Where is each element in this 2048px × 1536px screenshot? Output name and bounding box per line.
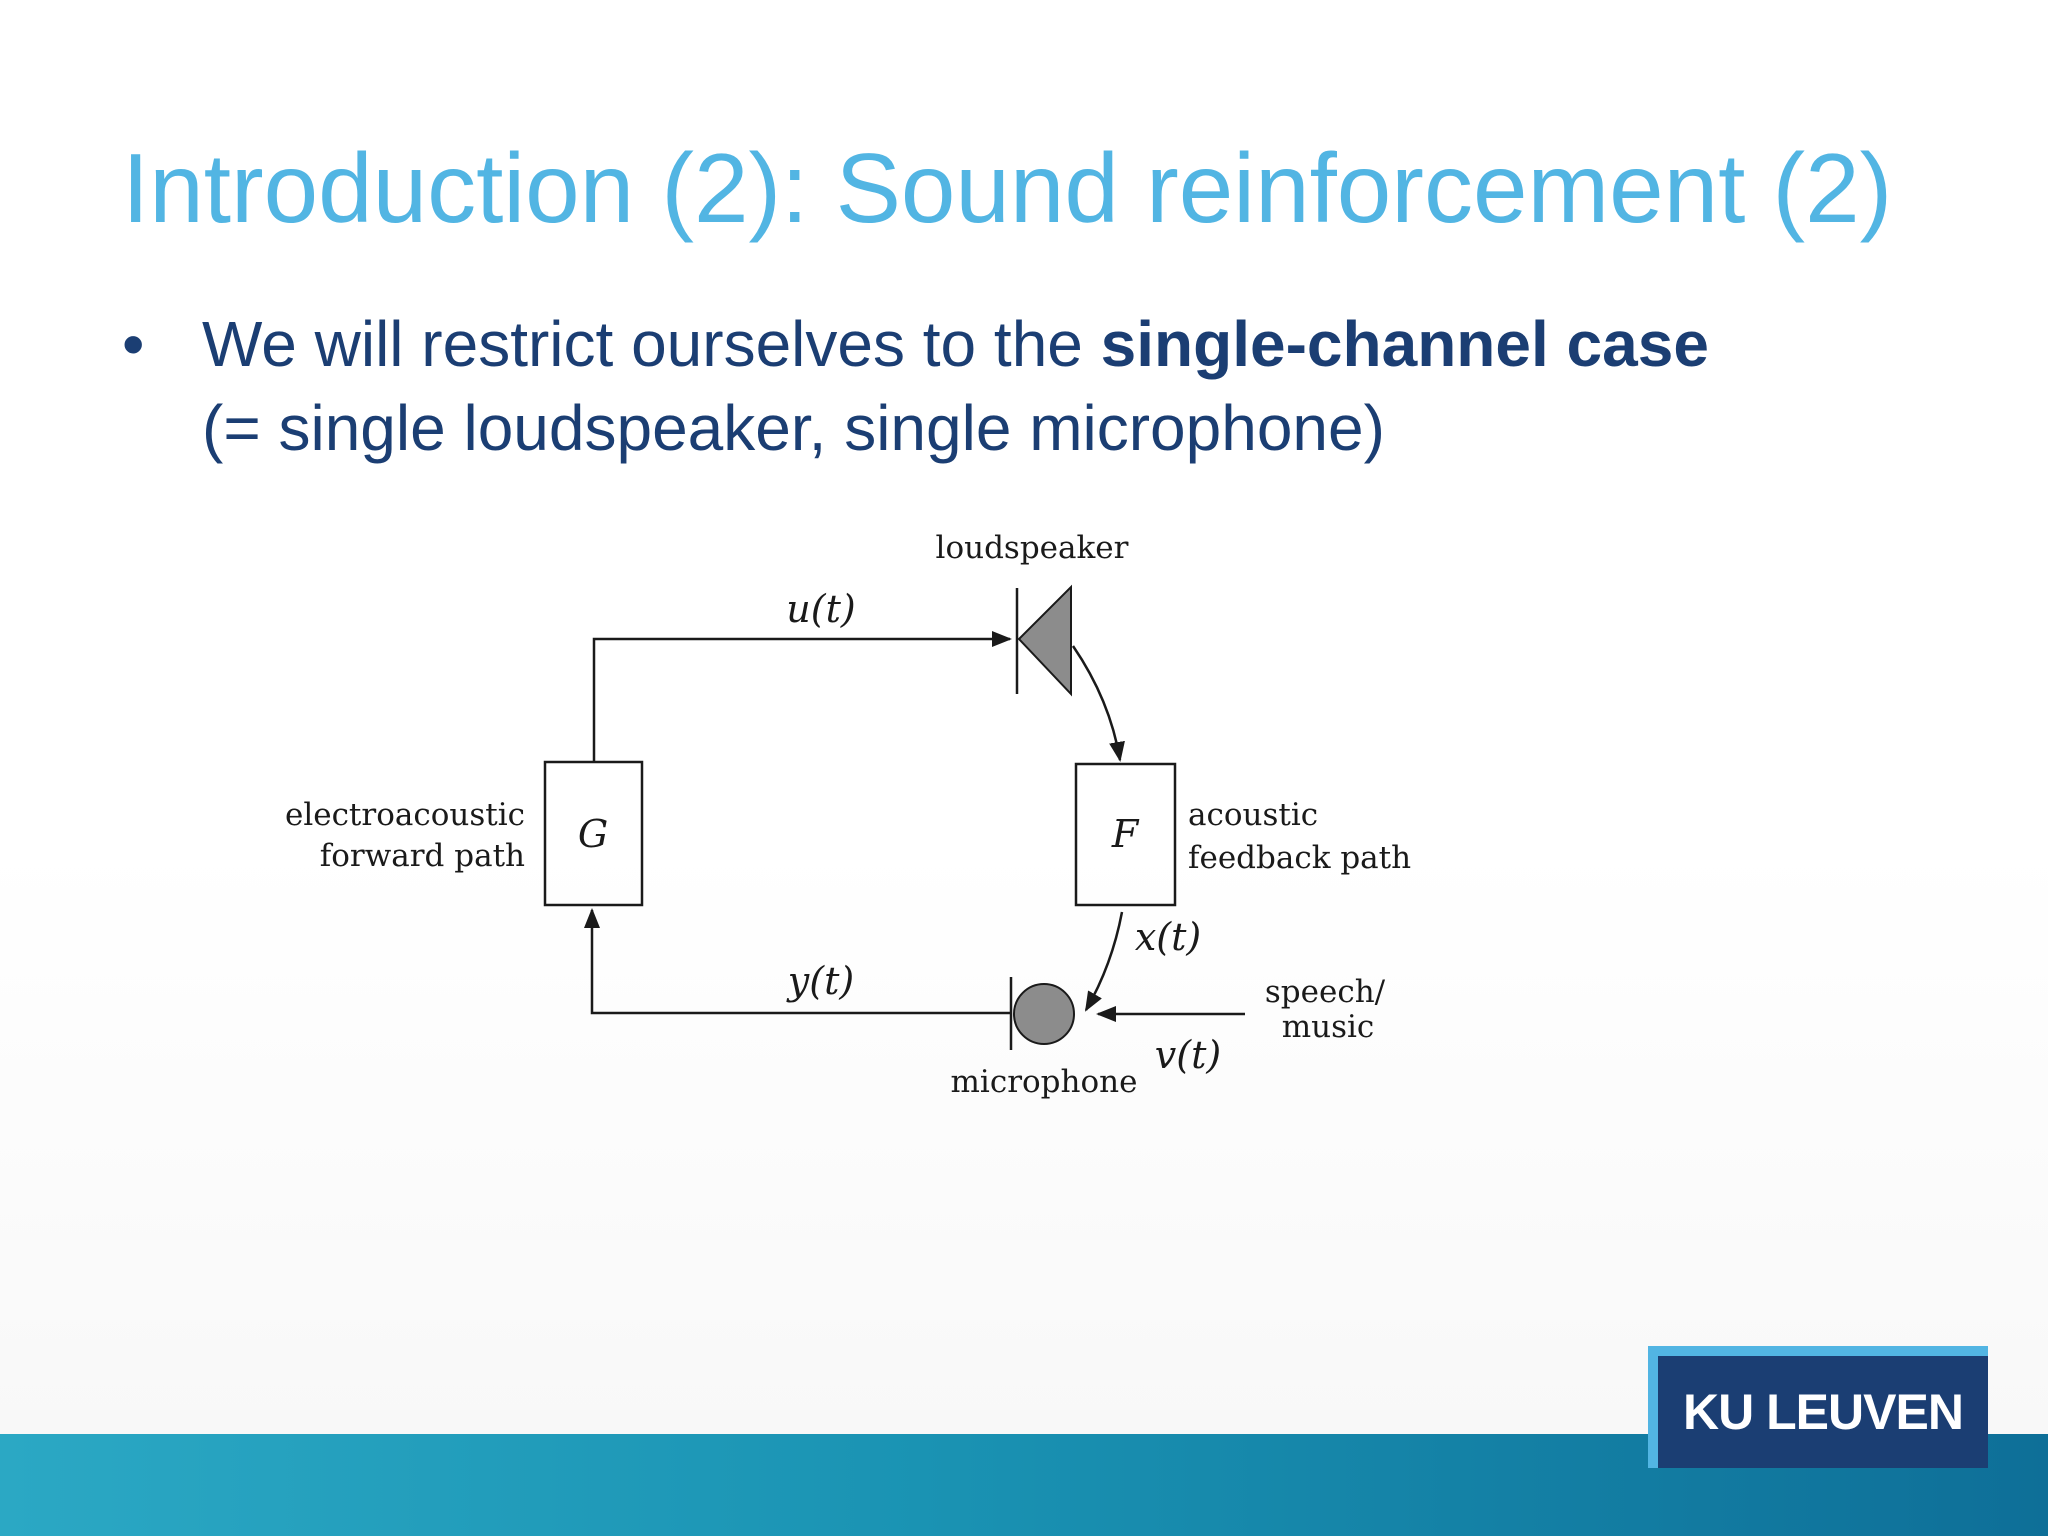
bullet-symbol: • — [122, 308, 145, 380]
acoustic-arrow-to-f — [1071, 645, 1125, 762]
bullet-text: We will restrict ourselves to the single… — [202, 302, 1902, 470]
forward-path-label-2: forward path — [320, 838, 525, 874]
loudspeaker-label: loudspeaker — [936, 530, 1129, 566]
feedback-path-label-2: feedback path — [1188, 840, 1411, 876]
block-f-label: F — [1111, 812, 1140, 856]
microphone-icon — [1013, 983, 1075, 1045]
ku-leuven-logo: KU LEUVEN — [1648, 1346, 1988, 1468]
feedback-path-label-1: acoustic — [1188, 797, 1318, 833]
block-g-label: G — [578, 812, 608, 856]
microphone-label: microphone — [951, 1064, 1138, 1100]
bullet-line-1: We will restrict ourselves to the single… — [202, 302, 1902, 386]
acoustic-arrow-to-mic — [1084, 911, 1124, 1012]
source-label-2: music — [1282, 1009, 1375, 1045]
loudspeaker-icon — [1017, 584, 1072, 697]
forward-path-label-1: electroacoustic — [285, 797, 525, 833]
bullet-text-regular: We will restrict ourselves to the — [202, 308, 1101, 380]
signal-line-y — [584, 908, 1011, 1015]
logo-box: KU LEUVEN — [1658, 1356, 1988, 1468]
signal-x-label: x(t) — [1135, 915, 1201, 959]
source-label-1: speech/ — [1265, 974, 1386, 1010]
bullet-line-2: (= single loudspeaker, single microphone… — [202, 392, 1385, 464]
signal-u-label: u(t) — [786, 587, 855, 631]
signal-line-u — [592, 631, 1012, 762]
logo-text: KU LEUVEN — [1683, 1384, 1964, 1440]
signal-v-label: v(t) — [1155, 1033, 1221, 1077]
slide-title: Introduction (2): Sound reinforcement (2… — [122, 133, 1893, 243]
block-f — [1074, 762, 1177, 907]
bullet-text-bold: single-channel case — [1100, 308, 1709, 380]
signal-y-label: y(t) — [786, 959, 854, 1003]
